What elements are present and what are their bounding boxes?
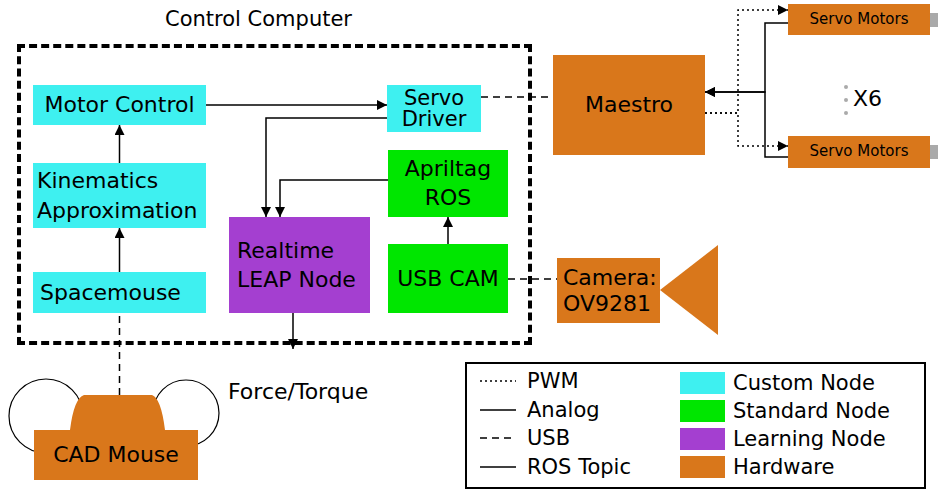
ellipsis-dot	[844, 111, 848, 115]
legend-swatch	[680, 400, 725, 422]
legend-text: ROS Topic	[527, 455, 631, 479]
legend-text: USB	[527, 426, 570, 450]
legend-entry: Learning Node	[680, 425, 886, 453]
legend-swatch	[680, 372, 725, 394]
legend-swatch	[680, 456, 725, 478]
legend-text: Hardware	[733, 455, 834, 479]
data-flow-arrow	[119, 228, 121, 272]
data-flow-arrow	[705, 23, 788, 92]
legend-text: Standard Node	[733, 399, 890, 423]
signal-link	[481, 96, 553, 98]
node-label: CAD Mouse	[34, 442, 198, 467]
group-title: Control Computer	[165, 7, 352, 31]
legend-swatch	[680, 428, 725, 450]
data-flow-arrow	[266, 118, 387, 217]
node-label: USB CAM	[388, 266, 508, 291]
standard-node: USB CAM	[388, 244, 508, 313]
hardware-box: Maestro	[553, 55, 705, 155]
custom-node: Servo Driver	[387, 85, 481, 132]
multiplicity-label: X6	[853, 86, 882, 111]
node-label: Apriltag ROS	[388, 155, 508, 211]
data-flow-arrow	[705, 92, 788, 157]
legend-entry: Analog	[480, 396, 600, 424]
legend-entry: USB	[480, 424, 570, 452]
computer-boundary: Motor Control Servo DriverKinematics Appr…	[17, 44, 532, 345]
legend-entry: Hardware	[680, 453, 834, 481]
legend-text: Learning Node	[733, 427, 886, 451]
legend-entry: ROS Topic	[480, 453, 631, 481]
hardware-box: Servo Motors	[788, 4, 930, 35]
legend-line	[480, 435, 516, 441]
node-label: Servo Motors	[788, 143, 930, 160]
data-flow-arrow	[280, 180, 388, 217]
custom-node: Motor Control	[33, 85, 206, 125]
hardware-box: Servo Motors	[788, 136, 930, 168]
custom-node: Kinematics Approximation	[33, 163, 206, 228]
node-label: Motor Control	[33, 92, 206, 117]
node-label: Maestro	[553, 92, 705, 117]
legend-text: PWM	[527, 369, 579, 393]
legend-line	[480, 437, 516, 439]
hardware-box: CAD Mouse	[34, 395, 198, 480]
servo-shaft	[930, 13, 938, 27]
node-label: Realtime LEAP Node	[237, 236, 368, 294]
custom-node: Spacemouse	[33, 272, 206, 313]
servo-shaft	[930, 145, 938, 159]
node-label: Camera: OV9281	[563, 265, 658, 317]
ellipsis-dot	[844, 85, 848, 89]
data-flow-arrow	[447, 217, 449, 244]
signal-link	[705, 113, 788, 146]
signal-link	[119, 313, 121, 395]
data-flow-arrow	[119, 125, 121, 163]
legend-line	[480, 380, 516, 382]
signal-link	[705, 10, 788, 113]
legend-line	[480, 464, 516, 470]
legend-line	[480, 378, 516, 384]
legend-entry: PWM	[480, 367, 579, 395]
legend-text: Analog	[527, 398, 600, 422]
ellipsis-dot	[844, 98, 848, 102]
learning-node: Realtime LEAP Node	[229, 217, 370, 313]
node-label: Servo Motors	[788, 11, 930, 28]
hardware-box: Camera: OV9281	[557, 258, 660, 323]
output-label: Force/Torque	[228, 379, 368, 404]
legend-box	[466, 363, 925, 488]
node-label: Servo Driver	[387, 88, 481, 130]
node-label: Spacemouse	[40, 280, 204, 305]
legend-line	[480, 407, 516, 413]
mouse-body	[34, 395, 198, 480]
legend-line	[480, 466, 516, 468]
node-label: Kinematics Approximation	[37, 166, 204, 224]
standard-node: Apriltag ROS	[388, 150, 508, 217]
camera-lens	[660, 245, 718, 335]
signal-link	[508, 278, 557, 280]
legend-text: Custom Node	[733, 371, 875, 395]
legend-entry: Standard Node	[680, 397, 890, 425]
legend-entry: Custom Node	[680, 369, 875, 397]
legend-line	[480, 409, 516, 411]
data-flow-arrow	[206, 104, 387, 106]
